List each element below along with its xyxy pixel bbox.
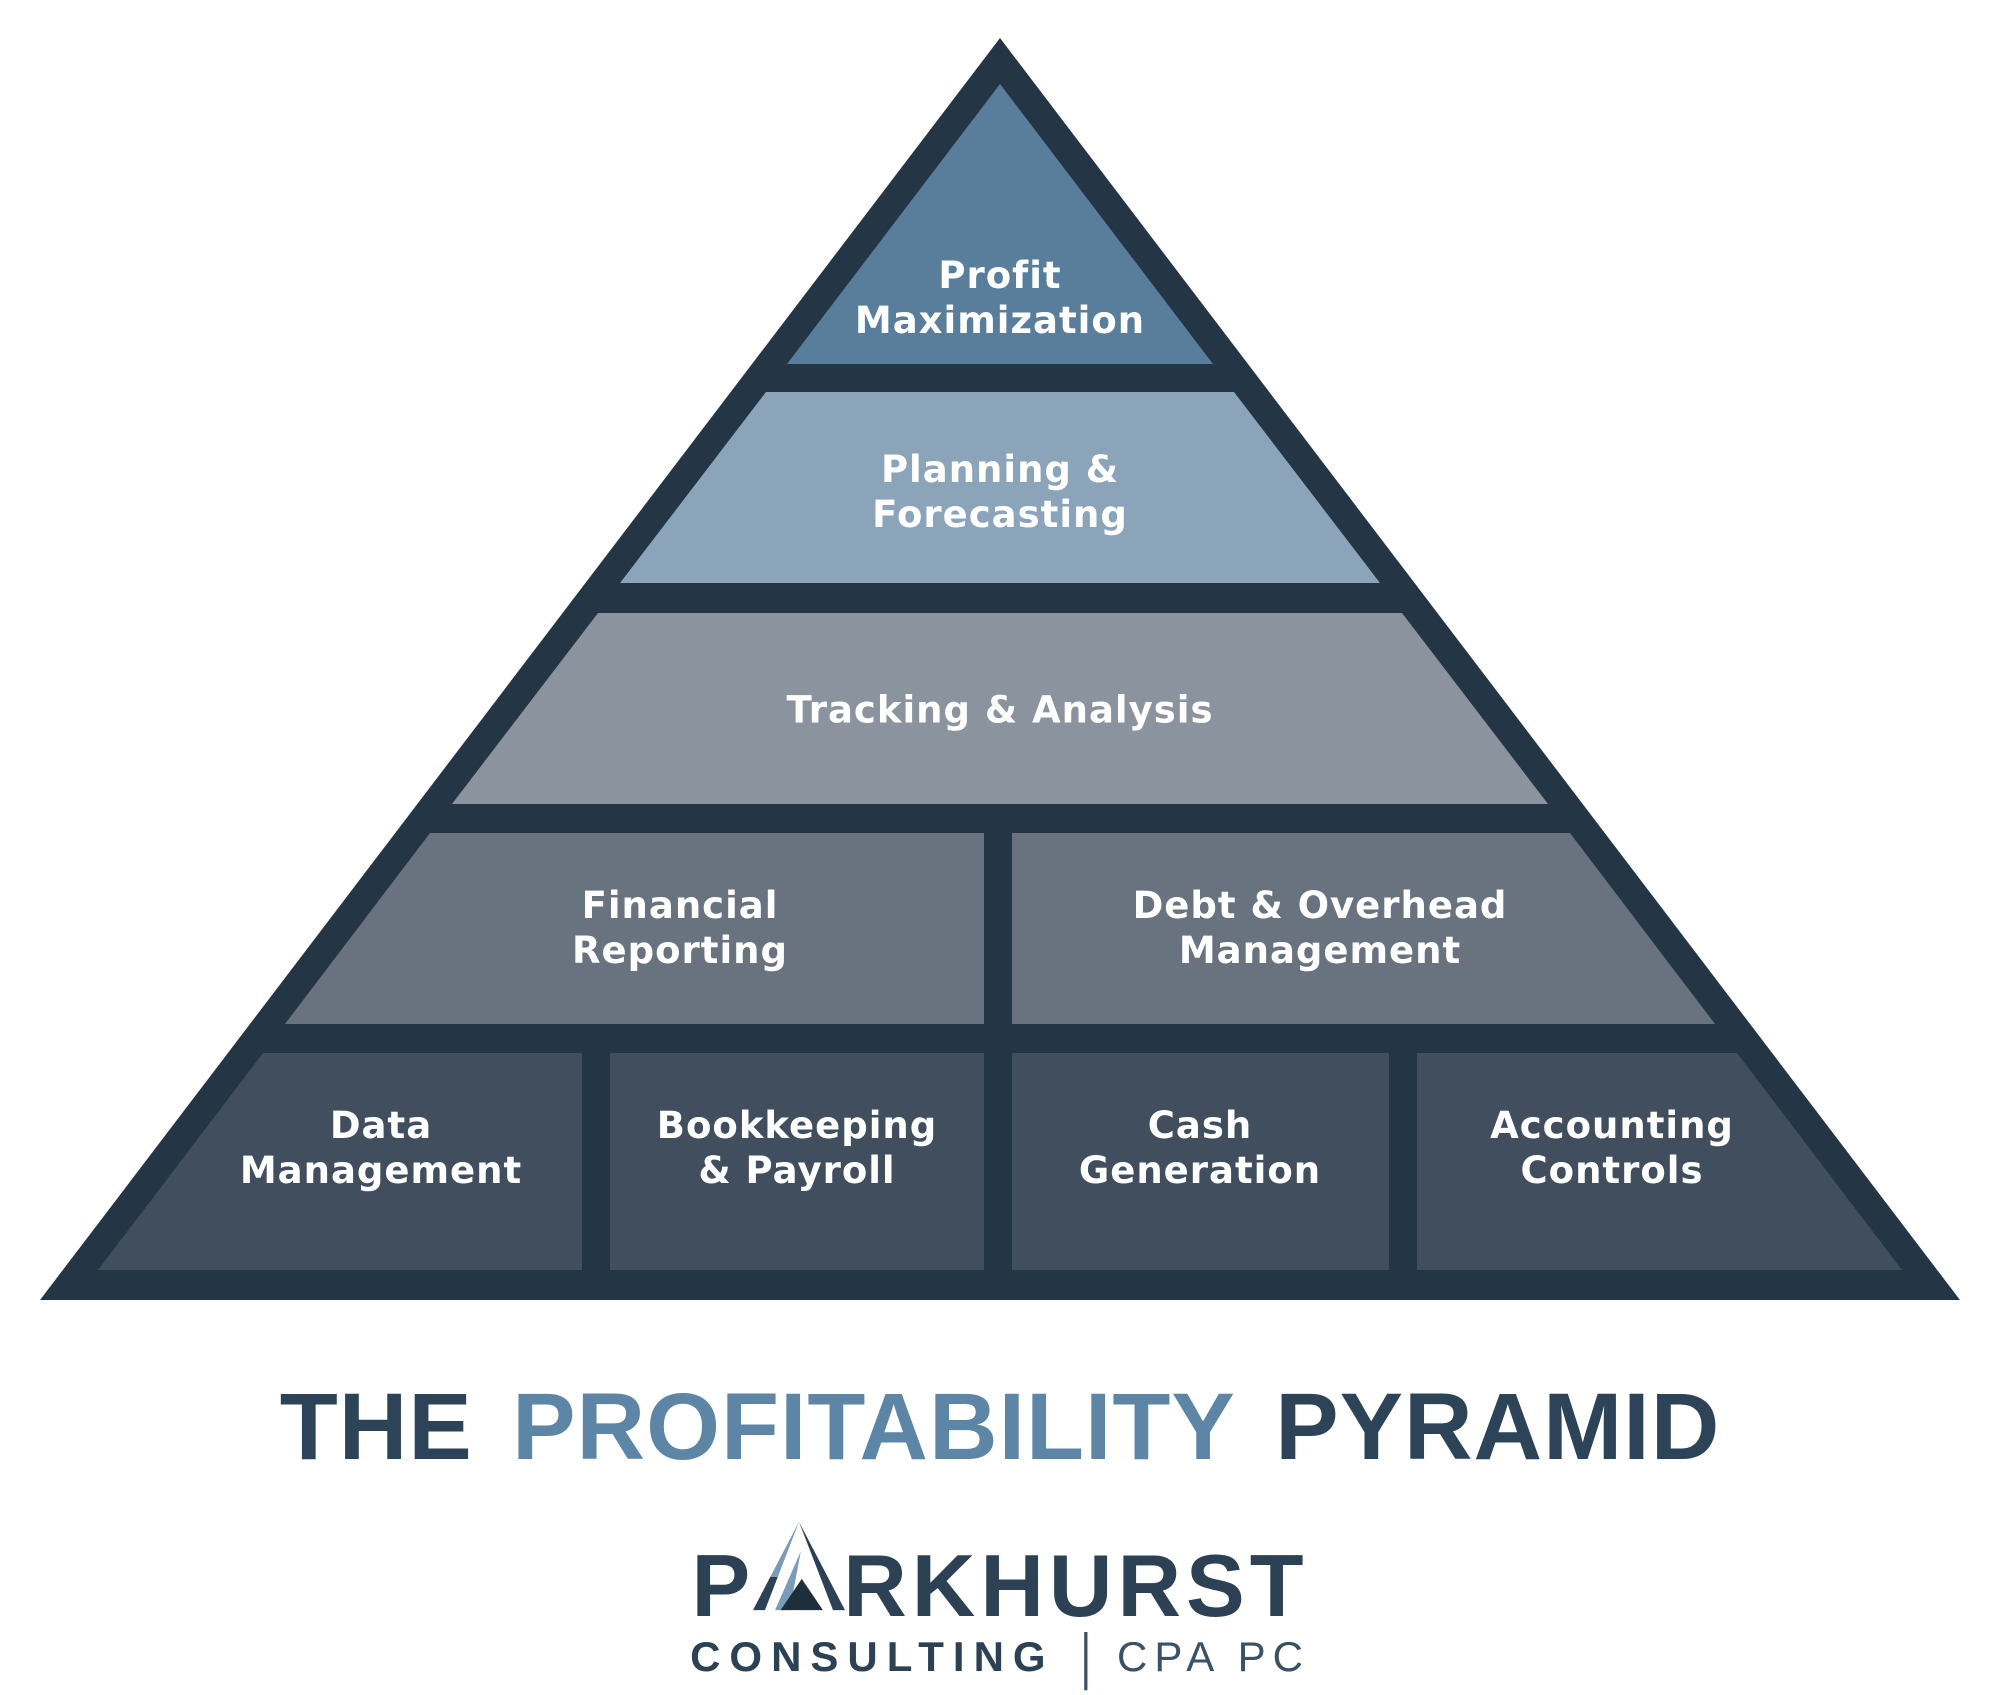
title-pyramid: PYRAMID xyxy=(1275,1374,1721,1480)
tier5-cash-generation-shape xyxy=(1012,1053,1389,1270)
mountain-peak-icon xyxy=(753,1521,846,1611)
tier5-accounting-controls-shape xyxy=(1417,1053,1902,1270)
tier5-bookkeeping-payroll-shape xyxy=(610,1053,984,1270)
tier5-block4-label: Accounting Controls xyxy=(1490,1103,1734,1192)
logo-cpa-pc-text: CPA PC xyxy=(1117,1633,1310,1680)
tier3-tracking-analysis-shape xyxy=(452,613,1548,804)
tier5-block2-label: Bookkeeping & Payroll xyxy=(656,1103,938,1192)
parkhurst-logo: P RKHURST xyxy=(0,1520,2000,1630)
tier4-left-label: Financial Reporting xyxy=(572,883,788,972)
tier4-debt-overhead-shape xyxy=(1012,833,1715,1024)
tier2-label: Planning & Forecasting xyxy=(872,447,1128,536)
logo-word-suffix: RKHURST xyxy=(843,1536,1309,1635)
tier5-data-management-shape xyxy=(98,1053,582,1270)
logo-consulting-text: CONSULTING xyxy=(690,1633,1055,1680)
pyramid-graphic xyxy=(40,38,1960,1300)
title-the: THE xyxy=(279,1374,473,1480)
tier3-label: Tracking & Analysis xyxy=(786,688,1214,732)
tier4-financial-reporting-shape xyxy=(285,833,984,1024)
logo-word-prefix: P xyxy=(691,1536,756,1635)
page-title: THE PROFITABILITY PYRAMID xyxy=(0,1380,2000,1475)
tier1-profit-maximization-shape xyxy=(787,84,1213,364)
logo-subtitle-row: CONSULTING | CPA PC xyxy=(0,1626,2000,1688)
tier5-block1-label: Data Management xyxy=(239,1103,523,1192)
tier5-block3-label: Cash Generation xyxy=(1078,1103,1322,1192)
title-profitability: PROFITABILITY xyxy=(512,1374,1236,1480)
tier1-label: Profit Maximization xyxy=(854,253,1146,342)
tier4-right-label: Debt & Overhead Management xyxy=(1132,883,1508,972)
logo-divider-bar: | xyxy=(1080,1622,1091,1692)
tier2-planning-forecasting-shape xyxy=(620,392,1380,583)
